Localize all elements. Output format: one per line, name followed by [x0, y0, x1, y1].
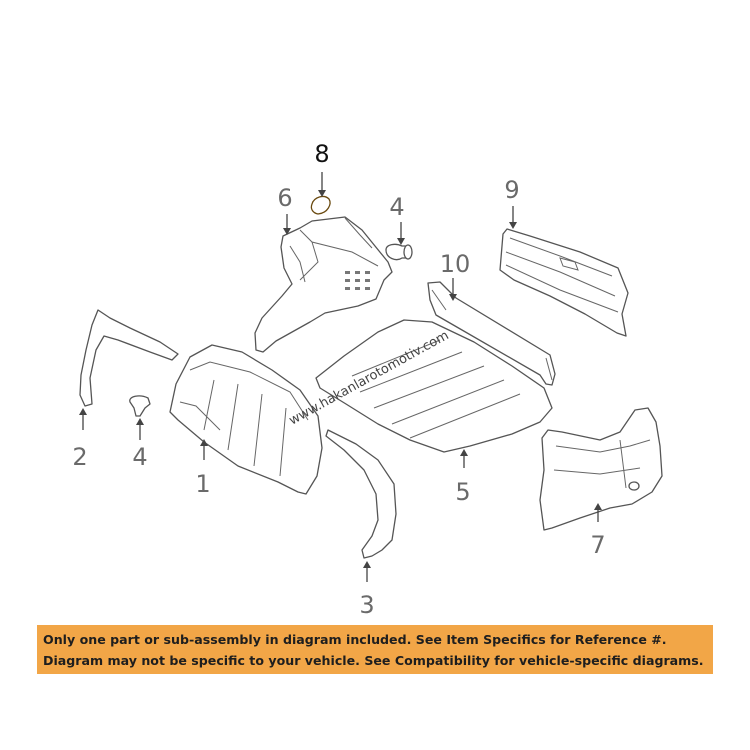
part-3-liner[interactable]	[325, 429, 397, 559]
leader-arrows	[79, 172, 602, 582]
callout-1: 1	[195, 470, 210, 498]
arrowhead-6	[283, 228, 291, 235]
disclaimer-banner: Only one part or sub-assembly in diagram…	[37, 625, 713, 674]
part-7-shape	[539, 407, 663, 531]
arrowhead-10	[449, 294, 457, 301]
callout-8: 8	[314, 140, 329, 168]
part-9-rear-panel-trim[interactable]	[499, 228, 629, 337]
part-4-push-pin-lower[interactable]	[129, 395, 151, 417]
part-7-detail	[553, 439, 651, 489]
arrowhead-5	[460, 449, 468, 456]
callout-numbers: 8 6 4 9 10 2 4 1 5 7 3	[72, 140, 605, 619]
part-1-detail	[179, 361, 309, 477]
arrowhead-1	[200, 439, 208, 446]
callout-9: 9	[504, 176, 519, 204]
part-9-shape	[499, 228, 629, 337]
callout-10: 10	[440, 250, 471, 278]
part-8-shape	[310, 195, 331, 215]
arrowhead-2	[79, 408, 87, 415]
part-7-quarter-trim[interactable]	[539, 407, 663, 531]
callout-4-lower: 4	[132, 443, 147, 471]
callout-2: 2	[72, 443, 87, 471]
part-4a-head	[403, 244, 413, 260]
part-6-shape	[254, 216, 393, 353]
arrowhead-4b	[136, 418, 144, 425]
part-4-push-pin-upper[interactable]	[385, 243, 413, 261]
part-10-detail	[431, 289, 553, 381]
part-2-liner[interactable]	[79, 309, 179, 407]
part-6-quarter-trim[interactable]	[254, 216, 393, 353]
callout-3: 3	[359, 591, 374, 619]
part-5-floor-mat[interactable]	[315, 319, 553, 453]
callout-5: 5	[455, 478, 470, 506]
part-4b-shape	[129, 395, 151, 417]
part-1-shape	[169, 344, 323, 495]
arrowhead-8	[318, 190, 326, 197]
part-6-detail	[289, 217, 379, 283]
arrowhead-9	[509, 222, 517, 229]
disclaimer-line-2: Diagram may not be specific to your vehi…	[43, 653, 704, 668]
callout-4-upper: 4	[389, 193, 404, 221]
arrowhead-7	[594, 503, 602, 510]
arrowhead-3	[363, 561, 371, 568]
part-6-vents	[345, 271, 370, 290]
part-8-clip[interactable]	[310, 195, 331, 215]
part-7-hole	[628, 481, 640, 491]
part-1-wheel-trim[interactable]	[169, 344, 323, 495]
arrowhead-4a	[397, 238, 405, 245]
part-2-shape	[79, 309, 179, 407]
callout-6: 6	[277, 184, 292, 212]
disclaimer-line-1: Only one part or sub-assembly in diagram…	[43, 632, 667, 647]
part-5-ribs	[351, 339, 521, 439]
part-9-detail	[505, 237, 619, 313]
part-3-shape	[325, 429, 397, 559]
callout-7: 7	[590, 531, 605, 559]
part-5-shape	[315, 319, 553, 453]
